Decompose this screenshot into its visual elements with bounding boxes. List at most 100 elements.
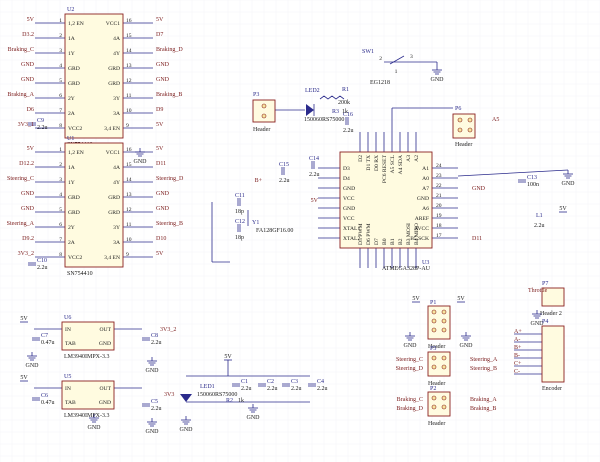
u1-right-pin-num: 15 (126, 162, 132, 168)
u2-right-net: 5V (156, 17, 164, 23)
u2-right-pin-num: 13 (126, 63, 132, 69)
u3-right-pin-num: 21 (436, 193, 442, 199)
u3-right-pin-name: AVCC (414, 226, 429, 232)
u3-right-pin-num: 19 (436, 213, 442, 219)
p4-label: Encoder (542, 386, 562, 392)
p4-net: C+ (514, 361, 522, 367)
u2-left-pin-name: 2A (68, 111, 75, 117)
u2-right-pin-num: 11 (126, 93, 132, 99)
u3-top-pin-name: A4 SDA (398, 155, 404, 174)
u2-right-net: Braking_B (156, 92, 182, 98)
p1-pin (441, 327, 447, 333)
u2-right-pin-num: 15 (126, 33, 132, 39)
sw1-ref: SW1 (362, 49, 374, 55)
led1-symbol (180, 394, 192, 402)
gnd-p1a: GND (404, 343, 418, 349)
u2-left-net: GND (21, 62, 35, 68)
p6-pin (467, 117, 473, 123)
u2-left-net: 5V (27, 17, 35, 23)
p5-pin (441, 355, 447, 361)
u3-bottom-pin-name: B0 (382, 238, 388, 245)
gnd-u5b: GND (146, 429, 160, 435)
u2-left-pin-num: 2 (59, 33, 62, 39)
u2-ref: U2 (67, 7, 74, 13)
p5-ref: P5 (430, 346, 436, 352)
u3-top-pin-name: D2 (358, 155, 364, 162)
p6-net: A5 (492, 117, 499, 123)
p4-net: C- (514, 369, 520, 375)
u3-top-pin-name: A3 (406, 155, 412, 162)
c16-ref: C16 (343, 112, 353, 118)
u2-right-net: GND (156, 62, 170, 68)
u6-ref: U6 (64, 315, 71, 321)
u2-left-net: 3V3_1 (18, 122, 34, 128)
r1-ref: R1 (342, 87, 349, 93)
r3-ref: R3 (332, 109, 339, 115)
c5-ref: C5 (151, 399, 158, 405)
p5-pin (431, 364, 437, 370)
p2-net-l: Braking_C (397, 397, 423, 403)
p3-body (252, 99, 276, 123)
c12-ref: C12 (235, 219, 245, 225)
sw1-pin: 2 (379, 56, 382, 62)
u2-left-net: Braking_A (7, 92, 34, 98)
c4-ref: C4 (317, 379, 324, 385)
p5-body (427, 351, 451, 377)
u2-right-pin-num: 10 (126, 108, 132, 114)
gnd-u6b: GND (146, 368, 160, 374)
c15-value: 2.2u (279, 178, 290, 184)
u2-left-pin-name: 1,2 EN (68, 21, 84, 27)
u3-bottom-pin-name: B1 (390, 238, 396, 245)
u1-right-pin-name: GRD (108, 195, 120, 201)
u1-left-pin-name: GRD (68, 195, 80, 201)
u3-top-pin-name: A2 (414, 155, 420, 162)
u1-right-net: GND (156, 191, 170, 197)
net-5v-l1: 5V (559, 206, 567, 212)
u3-bottom-pin-name: D6 PWM (366, 223, 372, 245)
net-bplus: B+ (255, 178, 263, 184)
p2-pin (441, 395, 447, 401)
u2-left-pin-num: 4 (59, 63, 62, 69)
c9-ref: C9 (37, 118, 44, 124)
u2-right-pin-name: GRD (108, 81, 120, 87)
u2-right-net: 5V (156, 122, 164, 128)
u1-left-pin-num: 2 (59, 162, 62, 168)
p1-ref: P1 (430, 300, 436, 306)
r2-ref: R2 (226, 398, 233, 404)
u1-left-pin-num: 8 (59, 252, 62, 258)
u1-right-pin-name: 3,4 EN (104, 255, 120, 261)
u2-right-pin-name: GRD (108, 66, 120, 72)
gnd-u3: GND (562, 181, 576, 187)
u3-left-pin-name: D3 (343, 166, 350, 172)
p1-pin (431, 309, 437, 315)
p3-ref: P3 (253, 92, 259, 98)
u5-pin: IN (65, 386, 71, 392)
u1-right-net: Steering_B (156, 221, 183, 227)
u6-part: LM3940IMPX-3.3 (64, 354, 110, 360)
u1-left-pin-name: GRD (68, 210, 80, 216)
p7-body (541, 287, 565, 307)
p6-pin (457, 127, 463, 133)
u1-left-pin-num: 6 (59, 222, 62, 228)
u2-left-pin-num: 6 (59, 93, 62, 99)
p3-pin-1 (261, 103, 267, 109)
u2-left-pin-name: 1A (68, 36, 75, 42)
p6-ref: P6 (455, 106, 461, 112)
u1-left-pin-name: 1A (68, 165, 75, 171)
l1-ref: L1 (536, 213, 543, 219)
u2-right-net: Braking_D (156, 47, 183, 53)
u3-left-pin-name: VCC (343, 196, 355, 202)
y1-ref: Y1 (252, 220, 259, 226)
u2-right-pin-name: 3,4 EN (104, 126, 120, 132)
u3-bottom-pin-name: D7 (374, 238, 380, 245)
l1-value: 2.2u (534, 223, 545, 229)
u1-left-pin-name: 1,2 EN (68, 150, 84, 156)
u2-left-net: GND (21, 77, 35, 83)
p5-pin (431, 355, 437, 361)
gnd-caps: GND (247, 415, 261, 421)
gnd-p1b: GND (460, 343, 474, 349)
u5-in-net: 5V (20, 375, 28, 381)
u5-part: LM3940IMPX-3.3 (64, 413, 110, 419)
u6-out-net: 3V3_2 (160, 327, 176, 333)
